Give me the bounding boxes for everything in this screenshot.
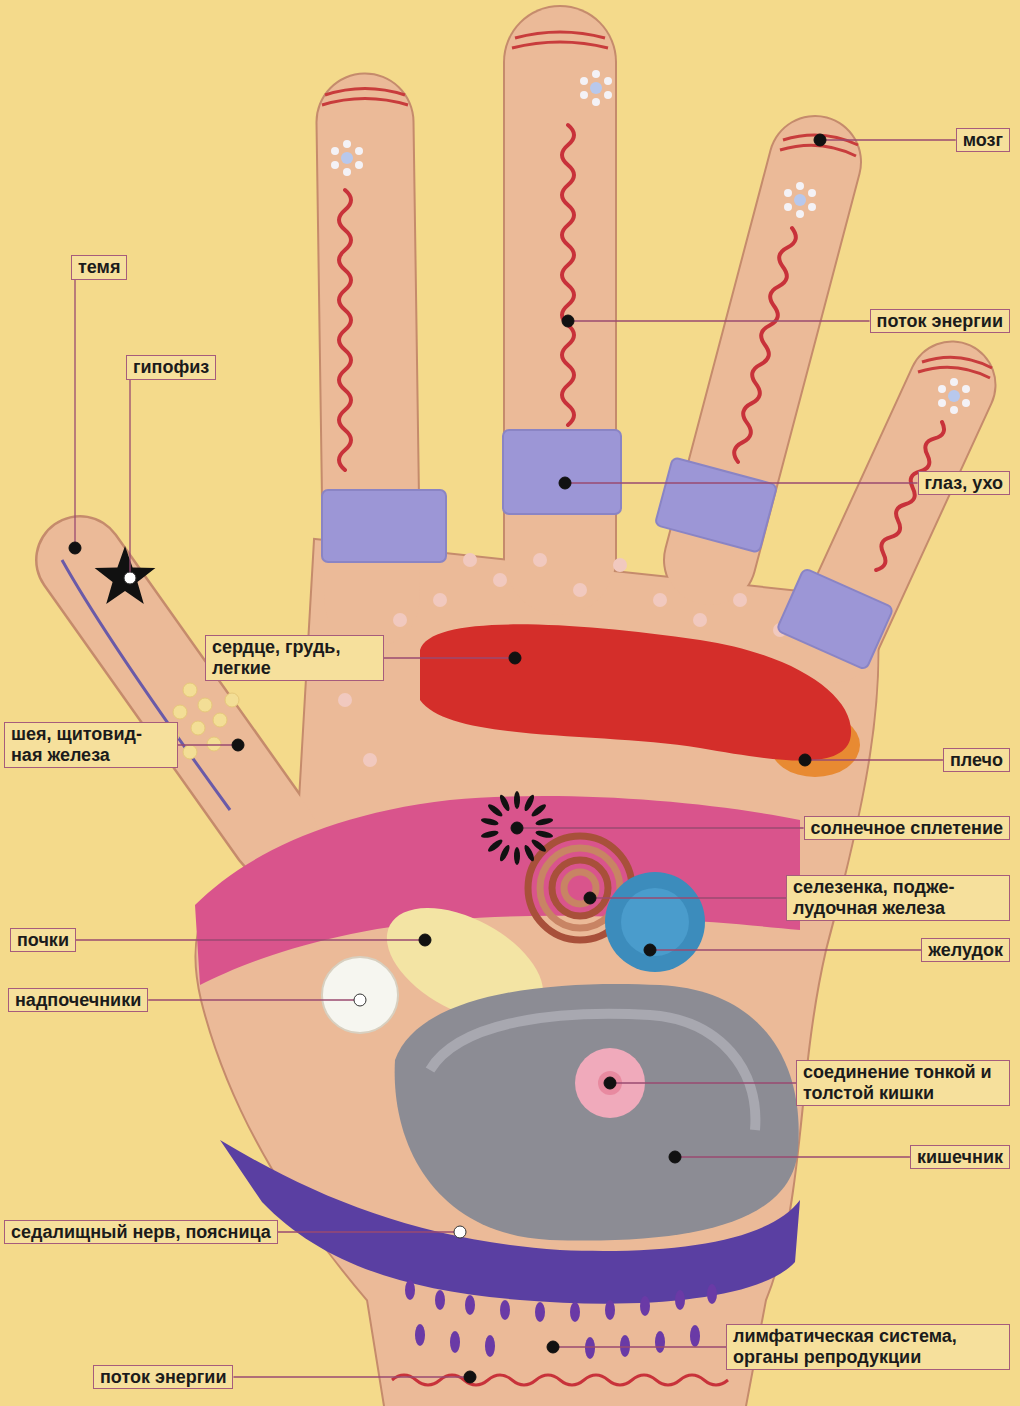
- callout-box: желудок: [921, 938, 1010, 963]
- callout-text: лимфатическая система, органы репродукци…: [733, 1326, 1003, 1367]
- leader-line: [233, 1376, 470, 1377]
- target-dot: [124, 572, 136, 584]
- target-dot: [604, 1077, 616, 1089]
- callout-text: гипофиз: [133, 357, 209, 378]
- leader-line: [178, 744, 238, 745]
- leader-line: [74, 280, 75, 548]
- callout-box: соединение тонкой и толстой кишки: [796, 1060, 1010, 1105]
- leader-line: [590, 897, 786, 898]
- palm-zones: [195, 624, 860, 1303]
- target-dot: [584, 892, 596, 904]
- target-dot: [511, 822, 523, 834]
- callout-text: надпочечники: [15, 990, 141, 1011]
- target-dot: [464, 1371, 476, 1383]
- leader-line: [820, 139, 956, 140]
- leader-line: [278, 1231, 460, 1232]
- target-dot: [547, 1341, 559, 1353]
- callout-text: желудок: [928, 940, 1003, 961]
- target-dot: [354, 994, 366, 1006]
- target-dot: [562, 315, 574, 327]
- leader-line: [650, 949, 921, 950]
- callout-box: мозг: [956, 128, 1010, 153]
- callout-text: мозг: [963, 130, 1003, 151]
- leader-line: [148, 999, 360, 1000]
- target-dot: [232, 739, 244, 751]
- leader-line: [675, 1156, 910, 1157]
- target-dot: [454, 1226, 466, 1238]
- target-dot: [69, 542, 81, 554]
- callout-text: селезенка, подже-лудочная железа: [793, 877, 1003, 918]
- callout-box: плечо: [943, 748, 1010, 773]
- leader-line: [129, 380, 130, 578]
- callout-box: седалищный нерв, поясница: [4, 1220, 278, 1245]
- callout-text: соединение тонкой и толстой кишки: [803, 1062, 1003, 1103]
- callout-text: поток энергии: [877, 311, 1003, 332]
- callout-text: почки: [17, 930, 69, 951]
- fingertip-flowers: [331, 70, 970, 414]
- leader-line: [517, 827, 804, 828]
- callout-text: седалищный нерв, поясница: [11, 1222, 271, 1243]
- hand-outline: [80, 62, 952, 1406]
- wrist-marks: [392, 1280, 728, 1385]
- hand-skin: [80, 62, 952, 1406]
- callout-text: кишечник: [917, 1147, 1003, 1168]
- callout-text: шея, щитовид-ная железа: [11, 724, 171, 765]
- callout-box: поток энергии: [870, 309, 1010, 334]
- leader-line: [568, 320, 870, 321]
- callout-text: глаз, ухо: [925, 473, 1003, 494]
- callout-box: солнечное сплетение: [804, 816, 1010, 841]
- callout-box: сердце, грудь, легкие: [205, 635, 384, 680]
- callout-box: почки: [10, 928, 76, 953]
- callout-box: кишечник: [910, 1145, 1010, 1170]
- callout-box: гипофиз: [126, 355, 216, 380]
- target-dot: [669, 1151, 681, 1163]
- callout-box: шея, щитовид-ная железа: [4, 722, 178, 767]
- callout-box: селезенка, подже-лудочная железа: [786, 875, 1010, 920]
- callout-text: темя: [78, 257, 120, 278]
- callout-text: сердце, грудь, легкие: [212, 637, 377, 678]
- target-dot: [799, 754, 811, 766]
- leader-line: [805, 759, 943, 760]
- leader-line: [565, 482, 918, 483]
- callout-box: надпочечники: [8, 988, 148, 1013]
- leader-line: [610, 1082, 796, 1083]
- target-dot: [559, 477, 571, 489]
- target-dot: [509, 652, 521, 664]
- callout-box: темя: [71, 255, 127, 280]
- target-dot: [814, 134, 826, 146]
- leader-line: [76, 939, 425, 940]
- target-dot: [419, 934, 431, 946]
- leader-line: [384, 657, 515, 658]
- callout-box: лимфатическая система, органы репродукци…: [726, 1324, 1010, 1369]
- callout-text: плечо: [950, 750, 1003, 771]
- target-dot: [644, 944, 656, 956]
- callout-text: поток энергии: [100, 1367, 226, 1388]
- leader-line: [553, 1346, 726, 1347]
- callout-box: поток энергии: [93, 1365, 233, 1390]
- callout-box: глаз, ухо: [918, 471, 1010, 496]
- callout-text: солнечное сплетение: [811, 818, 1003, 839]
